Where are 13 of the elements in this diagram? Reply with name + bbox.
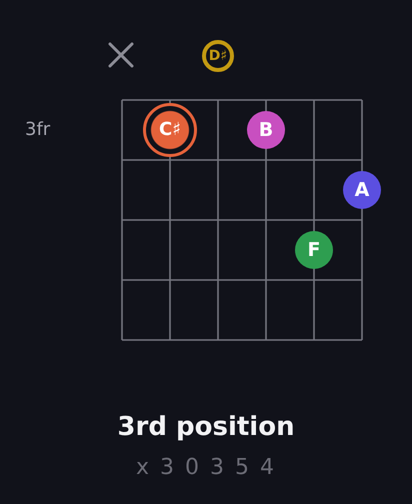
note-dot: [343, 171, 381, 209]
note-dot: [247, 111, 285, 149]
fingering-text: x 3 0 3 5 4: [136, 457, 276, 479]
note-name: A: [354, 180, 370, 200]
chord-title: 3rd position: [117, 414, 295, 440]
note-dot: [143, 103, 197, 157]
note-name: C♯: [159, 121, 181, 139]
note-name: F: [308, 240, 320, 260]
fret-number: 3fr: [25, 121, 50, 139]
note-dot: [295, 231, 333, 269]
open-string-ring: [202, 40, 234, 72]
note-name: B: [258, 120, 274, 140]
note-name: D♯: [208, 49, 228, 63]
